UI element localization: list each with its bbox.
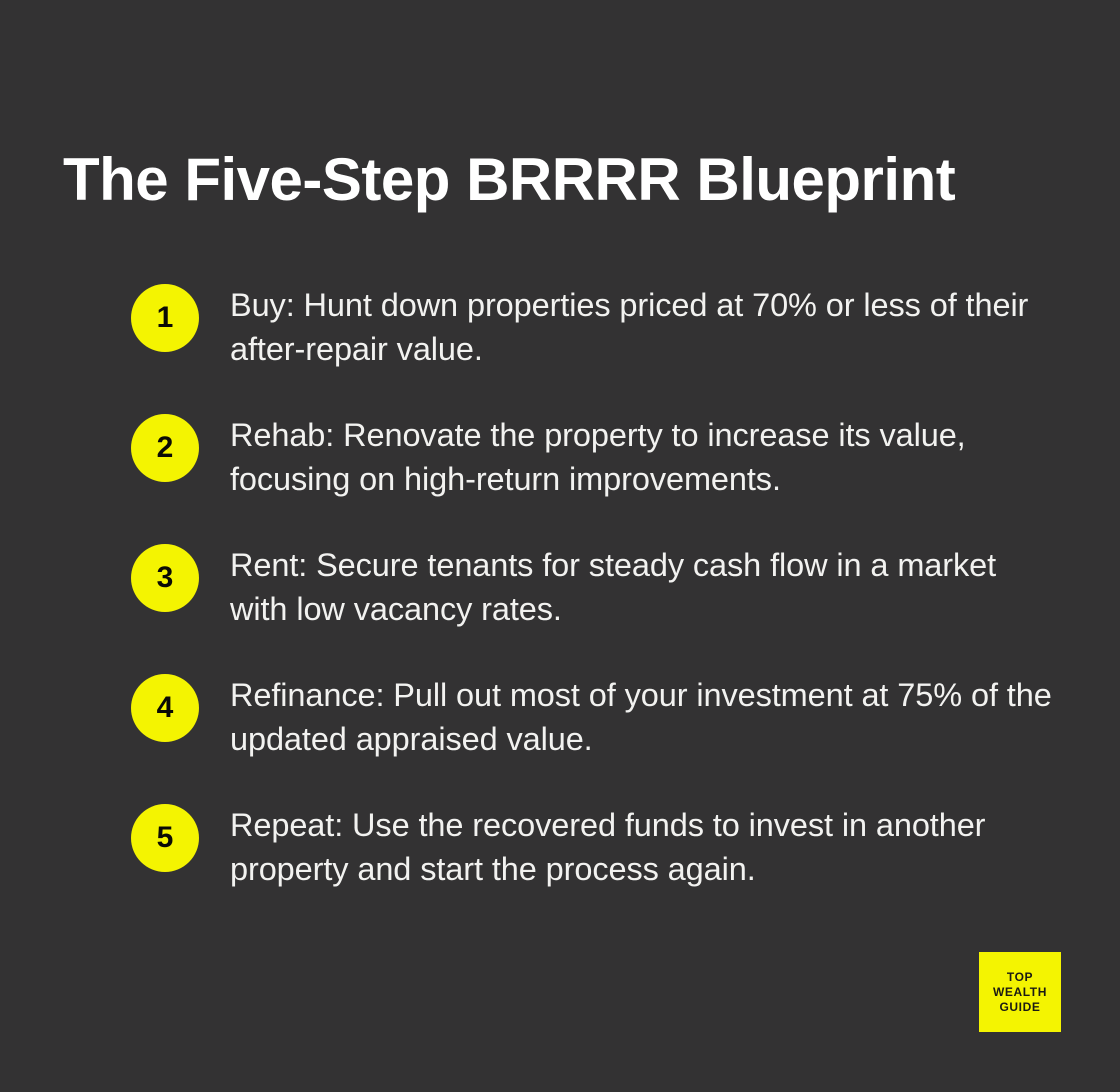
step-description-4: Refinance: Pull out most of your investm… xyxy=(230,677,1052,757)
brand-line-wealth: WEALTH xyxy=(992,984,1048,999)
step-description-5: Repeat: Use the recovered funds to inves… xyxy=(230,807,986,887)
brand-line-guide: GUIDE xyxy=(999,999,1041,1014)
brand-logo: TOP WEALTH GUIDE xyxy=(979,952,1061,1032)
step-number-label: 3 xyxy=(156,561,174,594)
step-number-badge-3: 3 xyxy=(131,544,199,612)
step-number-label: 4 xyxy=(156,691,174,724)
page-title: The Five-Step BRRRR Blueprint xyxy=(63,146,956,214)
list-item: 5 Repeat: Use the recovered funds to inv… xyxy=(131,801,1061,891)
step-description-1: Buy: Hunt down properties priced at 70% … xyxy=(230,287,1029,367)
step-description-2: Rehab: Renovate the property to increase… xyxy=(230,417,966,497)
list-item: 1 Buy: Hunt down properties priced at 70… xyxy=(131,281,1061,371)
step-number-badge-2: 2 xyxy=(131,414,199,482)
list-item: 3 Rent: Secure tenants for steady cash f… xyxy=(131,541,1061,631)
steps-list: 1 Buy: Hunt down properties priced at 70… xyxy=(131,281,1061,891)
step-number-label: 5 xyxy=(156,821,174,854)
brand-line-top: TOP xyxy=(1006,969,1034,984)
list-item: 2 Rehab: Renovate the property to increa… xyxy=(131,411,1061,501)
step-number-label: 1 xyxy=(156,301,174,334)
step-number-label: 2 xyxy=(156,431,174,464)
list-item: 4 Refinance: Pull out most of your inves… xyxy=(131,671,1061,761)
step-description-3: Rent: Secure tenants for steady cash flo… xyxy=(230,547,997,627)
step-number-badge-1: 1 xyxy=(131,284,199,352)
step-number-badge-5: 5 xyxy=(131,804,199,872)
step-number-badge-4: 4 xyxy=(131,674,199,742)
